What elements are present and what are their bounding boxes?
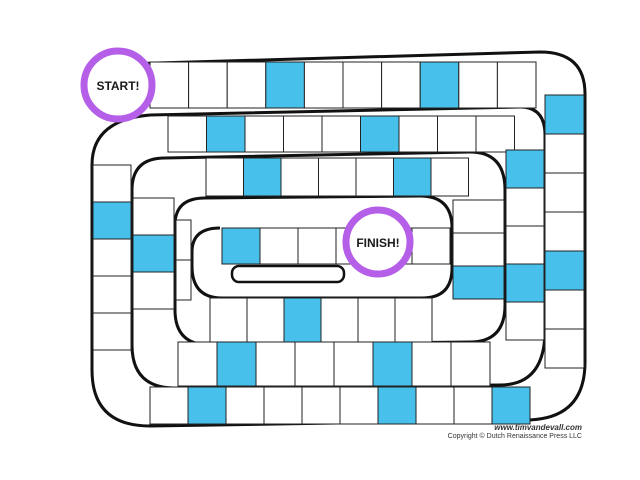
board-square: [92, 312, 132, 351]
board-square: [209, 297, 248, 343]
board-square: [355, 157, 394, 197]
spiral-wall-ring-1: [130, 105, 547, 390]
credit-website: www.timvandevall.com: [494, 423, 582, 432]
board-square: [188, 61, 228, 109]
credit-copyright: Copyright © Dutch Renaissance Press LLC: [447, 433, 582, 440]
board-square: [452, 265, 505, 300]
board-square: [491, 386, 531, 425]
board-square: [544, 172, 585, 213]
board-square: [149, 386, 189, 425]
board-square: [411, 227, 451, 265]
board-square: [92, 275, 132, 314]
board-square: [393, 157, 432, 197]
board-square: [544, 328, 585, 369]
board-square: [283, 297, 322, 343]
board-square: [226, 61, 267, 109]
board-square: [320, 297, 359, 343]
board-square: [394, 297, 433, 343]
board-square: [496, 61, 537, 109]
board-square: [453, 386, 493, 425]
board-square: [246, 297, 285, 343]
board-square: [216, 341, 257, 387]
board-square: [360, 115, 400, 153]
board-square: [415, 386, 455, 425]
board-square: [259, 227, 299, 265]
start-marker: START!: [80, 47, 156, 123]
board-square: [381, 61, 421, 109]
board-square: [333, 341, 374, 387]
board-square: [544, 250, 585, 291]
board-square: [92, 238, 132, 277]
finish-marker: FINISH!: [342, 206, 414, 278]
board-square: [280, 157, 319, 197]
board-square: [398, 115, 438, 153]
board-squares: [92, 61, 585, 425]
board-square: [321, 115, 361, 153]
board-square: [265, 61, 305, 109]
board-square: [339, 386, 379, 425]
board-square: [342, 61, 383, 109]
board-square: [430, 157, 469, 197]
board-square: [452, 232, 505, 267]
board-square: [175, 219, 192, 261]
board-square: [411, 341, 452, 387]
board-square: [263, 386, 303, 425]
board-square: [175, 259, 192, 301]
board-square: [205, 157, 244, 197]
board-square: [458, 61, 498, 109]
start-label: START!: [96, 79, 139, 93]
board-square: [318, 157, 357, 197]
board-square: [452, 199, 505, 234]
board-square: [294, 341, 335, 387]
board-square: [450, 341, 491, 387]
board-square: [92, 201, 132, 240]
board-square: [244, 115, 284, 153]
board-square: [475, 115, 515, 153]
board-square: [221, 227, 261, 265]
board-square: [301, 386, 341, 425]
board-square: [544, 133, 585, 174]
board-square: [419, 61, 460, 109]
board-square: [544, 211, 585, 252]
board-square: [167, 115, 207, 153]
board-square: [255, 341, 296, 387]
board-square: [544, 94, 585, 135]
board-square: [303, 61, 344, 109]
board-square: [437, 115, 477, 153]
spiral-center-bar: [230, 264, 346, 284]
board-square: [505, 301, 545, 341]
board-square: [283, 115, 323, 153]
board-square: [177, 341, 218, 387]
board-square: [187, 386, 227, 425]
board-square: [206, 115, 246, 153]
board-square: [357, 297, 396, 343]
board-square: [243, 157, 282, 197]
board-square: [505, 263, 545, 303]
board-square: [505, 225, 545, 265]
board-square: [505, 149, 545, 189]
board-square: [544, 289, 585, 330]
board-square: [377, 386, 417, 425]
board-square: [132, 234, 175, 273]
board-square: [505, 187, 545, 227]
board-square: [132, 197, 175, 236]
board-square: [92, 164, 132, 203]
board-square: [225, 386, 265, 425]
board-square: [297, 227, 337, 265]
board-square: [132, 271, 175, 310]
finish-label: FINISH!: [356, 236, 399, 250]
board-square: [149, 61, 190, 109]
board-square: [372, 341, 413, 387]
